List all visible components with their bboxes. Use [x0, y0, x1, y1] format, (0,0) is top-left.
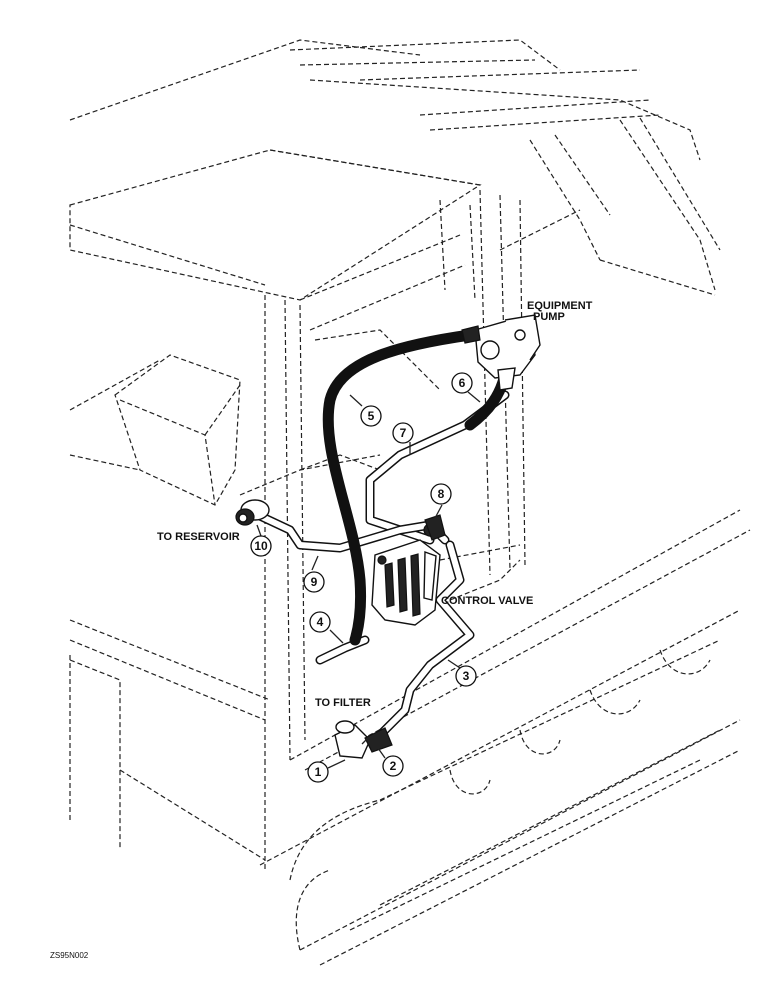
callout-4: 4 [309, 611, 331, 633]
callout-10: 10 [250, 535, 272, 557]
to-reservoir-label: TO RESERVOIR [157, 531, 240, 543]
callout-10-text: 10 [254, 539, 268, 553]
tube-3 [375, 540, 475, 740]
callout-4-text: 4 [317, 615, 324, 629]
leader-lines [256, 391, 481, 769]
callout-3: 3 [455, 665, 477, 687]
callout-8: 8 [430, 483, 452, 505]
callout-5: 5 [360, 405, 382, 427]
callout-6-text: 6 [459, 376, 466, 390]
hose-5 [322, 329, 476, 646]
equipment-pump [461, 314, 541, 391]
callout-5-text: 5 [368, 409, 375, 423]
control-valve [371, 514, 446, 626]
filter-fittings [334, 720, 393, 759]
equipment-pump-label-line1: EQUIPMENT [527, 300, 593, 312]
to-filter-label: TO FILTER [315, 697, 371, 709]
callout-6: 6 [451, 372, 473, 394]
figure-code: ZS95N002 [50, 951, 89, 960]
callout-2-text: 2 [390, 759, 397, 773]
callout-3-text: 3 [463, 669, 470, 683]
callout-8-text: 8 [438, 487, 445, 501]
callout-1: 1 [307, 761, 329, 783]
reservoir-fitting [235, 499, 270, 526]
callout-1-text: 1 [315, 765, 322, 779]
callout-7: 7 [392, 422, 414, 444]
callout-7-text: 7 [400, 426, 407, 440]
machine-outline [69, 39, 751, 966]
callout-2: 2 [382, 755, 404, 777]
equipment-pump-label-line2: PUMP [533, 311, 565, 323]
control-valve-label: CONTROL VALVE [441, 595, 533, 607]
callout-9: 9 [303, 571, 325, 593]
callout-9-text: 9 [311, 575, 318, 589]
